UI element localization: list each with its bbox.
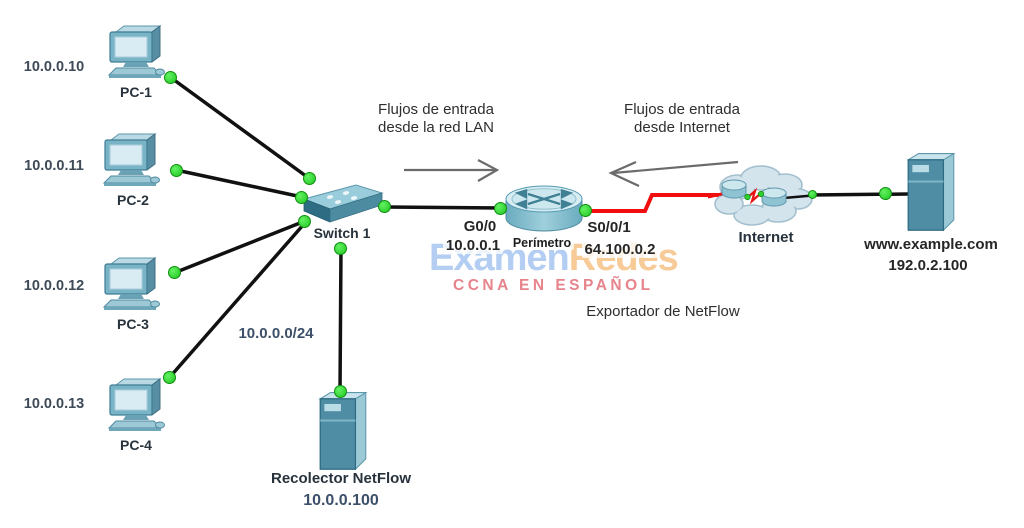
- pc2-icon[interactable]: [99, 132, 163, 192]
- port-dot-pc2: [170, 164, 183, 177]
- lan-flow-annotation: Flujos de entrada desde la red LAN: [378, 101, 494, 136]
- cloud-mini-router-left: [721, 179, 747, 199]
- router-name-label: Perímetro: [504, 235, 580, 252]
- internet-flow-annotation: Flujos de entrada desde Internet: [624, 101, 740, 136]
- router-wan-ip-label: 64.100.0.2: [572, 241, 668, 258]
- port-dot-switch-c: [298, 215, 311, 228]
- cloud-serial-zigzag: [747, 187, 761, 205]
- pc3-icon[interactable]: [99, 256, 163, 316]
- link-pc3-switch: [172, 219, 307, 275]
- port-dot-router-s001: [579, 204, 592, 217]
- router-icon[interactable]: [502, 182, 586, 238]
- web-server-icon[interactable]: [902, 153, 960, 237]
- web-server-name-label: www.example.com: [845, 236, 1017, 253]
- pc1-name-label: PC-1: [101, 84, 171, 101]
- collector-ip-label: 10.0.0.100: [280, 492, 402, 509]
- netflow-exporter-annotation: Exportador de NetFlow: [586, 303, 740, 320]
- port-dot-router-g00: [494, 202, 507, 215]
- internet-flow-arrow: [608, 160, 739, 187]
- pc3-ip-label: 10.0.0.12: [10, 278, 98, 295]
- port-dot-pc4: [163, 371, 176, 384]
- pc4-ip-label: 10.0.0.13: [10, 396, 98, 413]
- port-dot-switch-b: [295, 191, 308, 204]
- router-wan-interface-label: S0/0/1: [576, 219, 642, 236]
- pc1-ip-label: 10.0.0.10: [10, 59, 98, 76]
- port-dot-pc3: [168, 266, 181, 279]
- pc2-ip-label: 10.0.0.11: [10, 158, 98, 175]
- lan-flow-arrow: [404, 159, 500, 182]
- pc1-icon[interactable]: [104, 24, 168, 84]
- link-pc1-switch: [168, 75, 312, 181]
- switch-name-label: Switch 1: [298, 225, 386, 242]
- link-pc2-switch: [174, 168, 304, 199]
- internet-label: Internet: [720, 229, 812, 246]
- internet-cloud-icon[interactable]: [708, 160, 818, 234]
- link-cloud-server: [808, 192, 910, 197]
- port-dot-switch-right: [378, 200, 391, 213]
- collector-name-label: Recolector NetFlow: [252, 470, 430, 487]
- netflow-collector-icon[interactable]: [314, 392, 372, 476]
- pc2-name-label: PC-2: [98, 192, 168, 209]
- port-dot-web-server: [879, 187, 892, 200]
- lan-subnet-label: 10.0.0.0/24: [220, 325, 332, 342]
- link-pc4-switch: [167, 222, 306, 380]
- link-switch-collector: [338, 245, 343, 394]
- port-dot-pc1: [164, 71, 177, 84]
- router-lan-ip-label: 10.0.0.1: [430, 237, 516, 254]
- port-dot-switch-bottom: [334, 242, 347, 255]
- web-server-ip-label: 192.0.2.100: [862, 257, 994, 274]
- cloud-mini-router-right: [761, 187, 787, 207]
- pc3-name-label: PC-3: [98, 316, 168, 333]
- link-switch-router: [383, 205, 504, 210]
- port-dot-collector: [334, 385, 347, 398]
- serial-link-router-internet: [590, 193, 726, 213]
- pc4-name-label: PC-4: [101, 437, 171, 454]
- port-dot-cloud-right: [808, 190, 817, 199]
- router-lan-interface-label: G0/0: [446, 218, 514, 235]
- pc4-icon[interactable]: [104, 377, 168, 437]
- switch-icon[interactable]: [300, 182, 386, 228]
- port-dot-switch-a: [303, 172, 316, 185]
